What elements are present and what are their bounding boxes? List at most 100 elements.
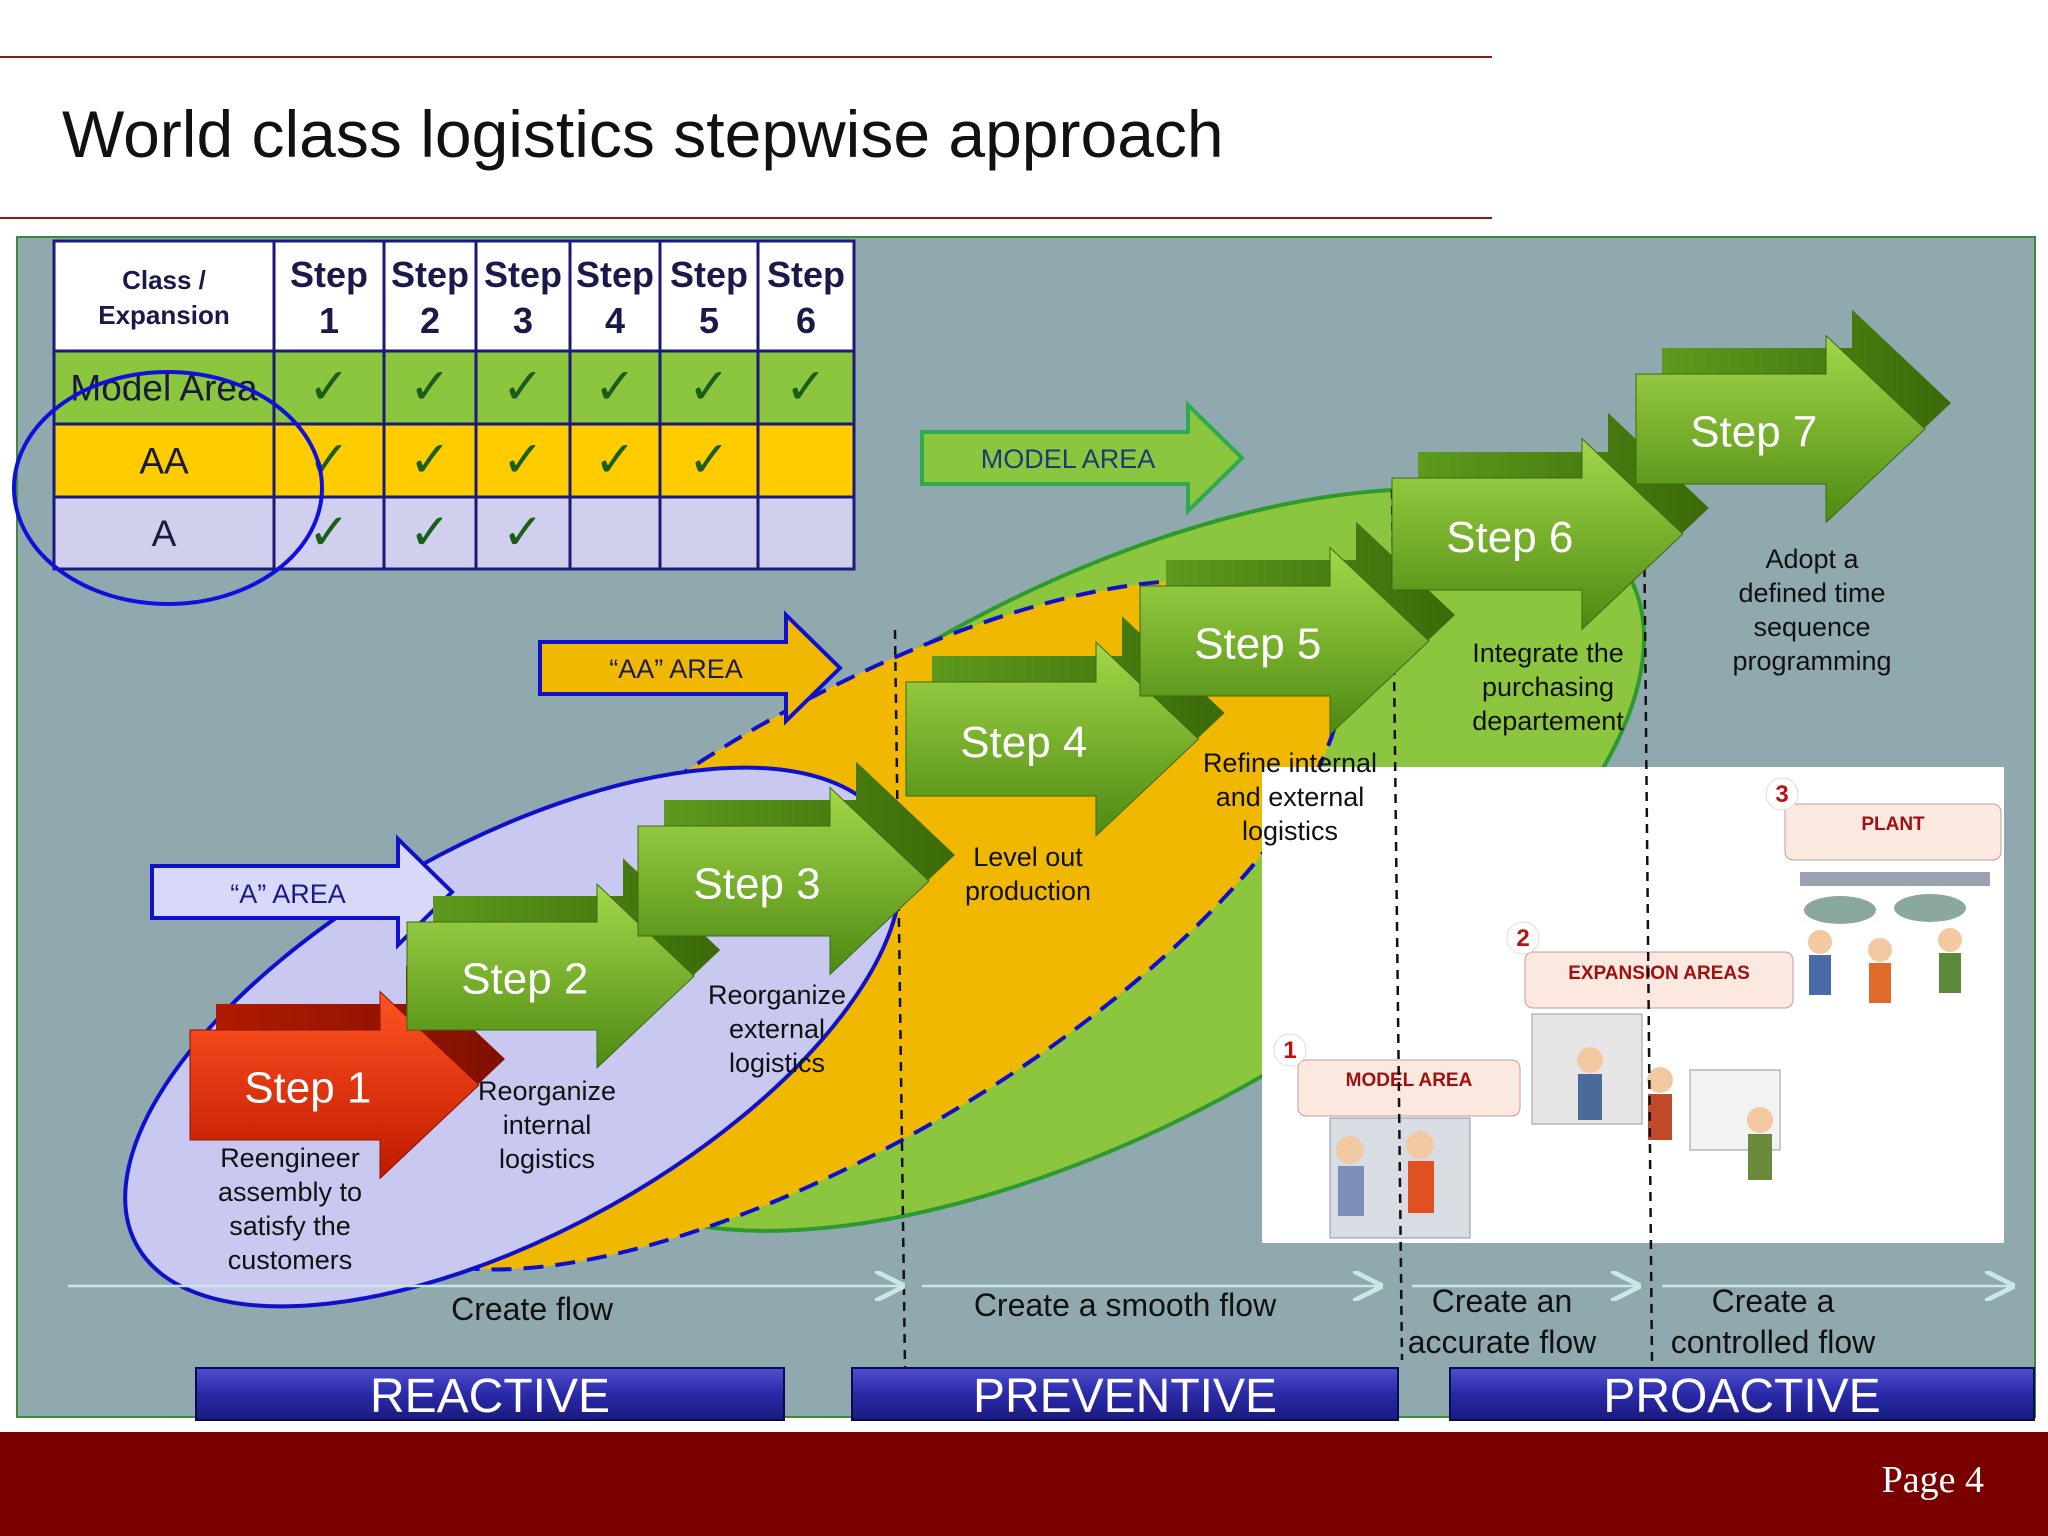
check-icon: ✓ bbox=[688, 359, 730, 415]
step-6-label: Step 6 bbox=[1446, 513, 1573, 562]
illustration-marker-3: 3 bbox=[1775, 781, 1788, 808]
step-1-description-line: customers bbox=[228, 1245, 353, 1275]
model-area-arrow: MODEL AREA bbox=[920, 400, 1245, 516]
step-3-arrow: Step 3 bbox=[637, 761, 955, 976]
table-corner-line-2: Expansion bbox=[98, 300, 229, 330]
footer-bar: Page 4 bbox=[0, 1432, 2048, 1536]
flow-label-4: Create a bbox=[1712, 1283, 1835, 1319]
check-icon: ✓ bbox=[594, 359, 636, 415]
illustration-label-expansion: EXPANSION AREAS bbox=[1568, 963, 1750, 984]
check-icon: ✓ bbox=[409, 359, 451, 415]
step-6-description-line: Integrate the bbox=[1472, 638, 1624, 668]
step-4-arrow: Step 4 bbox=[905, 616, 1225, 838]
plant-scene: PLANT 3 bbox=[1765, 777, 2002, 1003]
expansion-areas-scene: EXPANSION AREAS 2 bbox=[1506, 921, 1794, 1180]
step-descriptions: Reengineer assembly to satisfy the customer… bbox=[218, 544, 1892, 1275]
top-rule bbox=[0, 56, 1492, 58]
flow-label-2: Create a smooth flow bbox=[974, 1287, 1277, 1323]
flow-label-4: controlled flow bbox=[1671, 1324, 1876, 1360]
flow-label-3: Create an bbox=[1432, 1283, 1573, 1319]
step-3-description-line: external bbox=[729, 1014, 825, 1044]
table-row-label: AA bbox=[139, 441, 189, 482]
aa-area-label: “AA” AREA bbox=[609, 654, 743, 684]
table-row-label: Model Area bbox=[70, 368, 258, 409]
step-2-description-line: Reorganize bbox=[478, 1076, 616, 1106]
table-row-3 bbox=[54, 497, 854, 569]
check-icon: ✓ bbox=[594, 432, 636, 488]
step-5-description-line: Refine internal bbox=[1203, 748, 1377, 778]
step-5-description-line: and external bbox=[1216, 782, 1365, 812]
step-4-label: Step 4 bbox=[960, 718, 1087, 767]
expansion-illustration: MODEL AREA 1 EXPANSION AREAS 2 PLANT 3 bbox=[1262, 767, 2004, 1243]
step-5-label: Step 5 bbox=[1194, 620, 1321, 669]
step-arrows: Step 1 Step 2 Step 3 Step 4 Step 5 Step 6 Step… bbox=[189, 309, 1951, 1180]
step-4-description-line: production bbox=[965, 876, 1091, 906]
table-header-step-word: Step bbox=[484, 254, 562, 295]
step-1-description-line: assembly to bbox=[218, 1177, 362, 1207]
flow-label-3: accurate flow bbox=[1408, 1324, 1597, 1360]
table-row-1 bbox=[54, 351, 854, 424]
flow-label-1: Create flow bbox=[451, 1291, 614, 1327]
step-1-description-line: Reengineer bbox=[220, 1143, 360, 1173]
table-header-step-number: 4 bbox=[605, 300, 625, 341]
check-icon: ✓ bbox=[409, 504, 451, 560]
table-header-step-number: 1 bbox=[319, 300, 339, 341]
illustration-label-model: MODEL AREA bbox=[1346, 1070, 1473, 1091]
table-header-step-number: 5 bbox=[699, 300, 719, 341]
table-header-step-number: 6 bbox=[796, 300, 816, 341]
step-1-description-line: satisfy the bbox=[229, 1211, 351, 1241]
illustration-marker-2: 2 bbox=[1516, 925, 1529, 952]
step-6-description-line: purchasing bbox=[1482, 672, 1614, 702]
check-icon: ✓ bbox=[785, 359, 827, 415]
table-header-step-word: Step bbox=[767, 254, 845, 295]
table-header-step-number: 3 bbox=[513, 300, 533, 341]
phase-reactive: REACTIVE bbox=[195, 1367, 785, 1423]
step-3-description-line: logistics bbox=[729, 1048, 825, 1078]
table-header-step-word: Step bbox=[670, 254, 748, 295]
class-expansion-table: Class / Expansion Step 1 Step 2 Step 3 Step 4 St… bbox=[52, 239, 856, 571]
illustration-marker-1: 1 bbox=[1283, 1037, 1296, 1064]
step-3-label: Step 3 bbox=[693, 860, 820, 909]
phase-label: PROACTIVE bbox=[1603, 1370, 1880, 1423]
check-icon: ✓ bbox=[409, 432, 451, 488]
step-5-description-line: logistics bbox=[1242, 816, 1338, 846]
check-icon: ✓ bbox=[502, 432, 544, 488]
step-7-label: Step 7 bbox=[1690, 408, 1817, 457]
a-area-arrow: “A” AREA bbox=[150, 834, 455, 950]
step-4-description-line: Level out bbox=[973, 842, 1083, 872]
legend-highlight-circle bbox=[12, 370, 324, 606]
phase-label: REACTIVE bbox=[370, 1370, 610, 1423]
step-6-description-line: departement bbox=[1472, 706, 1624, 736]
flow-labels: Create flow Create a smooth flow Create an… bbox=[451, 1283, 1876, 1360]
step-2-arrow: Step 2 bbox=[406, 858, 721, 1069]
table-header-step-word: Step bbox=[290, 254, 368, 295]
step-7-description-line: Adopt a bbox=[1765, 544, 1859, 574]
step-1-label: Step 1 bbox=[244, 1064, 371, 1113]
phase-proactive: PROACTIVE bbox=[1449, 1367, 2035, 1423]
a-area-label: “A” AREA bbox=[230, 879, 346, 909]
aa-area-arrow: “AA” AREA bbox=[538, 610, 843, 726]
phase-label: PREVENTIVE bbox=[973, 1370, 1277, 1423]
check-icon: ✓ bbox=[502, 504, 544, 560]
table-corner-line-1: Class / bbox=[122, 265, 206, 295]
step-7-arrow: Step 7 bbox=[1635, 309, 1951, 524]
check-icon: ✓ bbox=[308, 432, 350, 488]
step-7-description-line: sequence bbox=[1753, 612, 1870, 642]
step-2-label: Step 2 bbox=[461, 954, 588, 1003]
step-7-description-line: defined time bbox=[1738, 578, 1885, 608]
model-area-label: MODEL AREA bbox=[981, 444, 1156, 474]
step-2-description-line: logistics bbox=[499, 1144, 595, 1174]
table-row-label: A bbox=[152, 513, 177, 554]
step-7-description-line: programming bbox=[1732, 646, 1891, 676]
step-2-description-line: internal bbox=[503, 1110, 592, 1140]
phase-preventive: PREVENTIVE bbox=[851, 1367, 1399, 1423]
table-header-step-number: 2 bbox=[420, 300, 440, 341]
table-row-2 bbox=[54, 424, 854, 497]
page-title: World class logistics stepwise approach bbox=[62, 97, 1224, 171]
table-header-step-word: Step bbox=[576, 254, 654, 295]
check-icon: ✓ bbox=[308, 504, 350, 560]
check-icon: ✓ bbox=[502, 359, 544, 415]
step-5-arrow: Step 5 bbox=[1139, 521, 1455, 736]
check-icon: ✓ bbox=[688, 432, 730, 488]
